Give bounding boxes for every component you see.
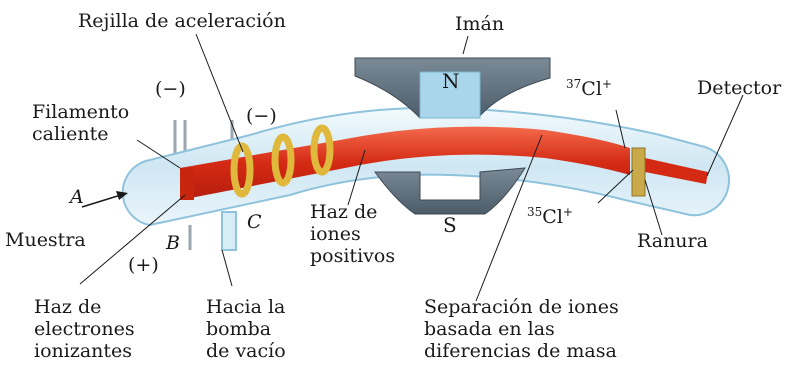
label-ion-separation-line2: basada en las xyxy=(424,318,619,340)
label-positive: (+) xyxy=(128,254,159,276)
vacuum-port xyxy=(222,212,236,250)
label-ionizing-electron-beam-line2: electrones xyxy=(34,318,135,340)
cl35-symbol: Cl xyxy=(542,206,563,228)
label-positive-ion-beam-line2: iones xyxy=(310,223,395,245)
label-positive-ion-beam-line1: Haz de xyxy=(310,201,395,223)
cl37-mass-number: 37 xyxy=(566,77,581,91)
label-ion-separation-line1: Separación de iones xyxy=(424,296,619,318)
label-slit: Ranura xyxy=(637,230,708,252)
label-hot-filament-line1: Filamento xyxy=(32,101,129,123)
label-vacuum-pump-line2: bomba xyxy=(206,318,286,340)
label-ionizing-electron-beam-line3: ionizantes xyxy=(34,340,135,362)
cl35-mass-number: 35 xyxy=(527,205,542,219)
label-ionizing-electron-beam: Haz de electrones ionizantes xyxy=(34,296,135,362)
cl35-charge: + xyxy=(563,205,573,219)
label-ion-separation: Separación de iones basada en las difere… xyxy=(424,296,619,362)
label-vacuum-pump-line3: de vacío xyxy=(206,340,286,362)
label-ion-separation-line3: diferencias de masa xyxy=(424,340,619,362)
label-negative-1: (−) xyxy=(155,78,186,100)
label-hot-filament: Filamento caliente xyxy=(32,101,129,145)
label-hot-filament-line2: caliente xyxy=(32,123,129,145)
label-point-c: C xyxy=(247,211,262,233)
label-negative-2: (−) xyxy=(246,105,277,127)
slit xyxy=(632,148,645,196)
label-sample: Muestra xyxy=(5,229,86,251)
label-point-b: B xyxy=(166,232,180,254)
label-ionizing-electron-beam-line1: Haz de xyxy=(34,296,135,318)
label-positive-ion-beam: Haz de iones positivos xyxy=(310,201,395,267)
label-cl37-ion: 37Cl+ xyxy=(566,78,612,100)
label-vacuum-pump-line1: Hacia la xyxy=(206,296,286,318)
label-cl35-ion: 35Cl+ xyxy=(527,206,573,228)
cl37-symbol: Cl xyxy=(581,78,602,100)
label-point-a: A xyxy=(70,186,84,208)
label-detector: Detector xyxy=(697,77,781,99)
label-acceleration-grid: Rejilla de aceleración xyxy=(78,10,286,32)
cl37-charge: + xyxy=(602,77,612,91)
label-vacuum-pump: Hacia la bomba de vacío xyxy=(206,296,286,362)
label-south-pole: S xyxy=(443,214,457,236)
filament xyxy=(180,168,194,200)
label-positive-ion-beam-line3: positivos xyxy=(310,245,395,267)
label-north-pole: N xyxy=(442,70,460,92)
label-magnet: Imán xyxy=(455,13,504,35)
